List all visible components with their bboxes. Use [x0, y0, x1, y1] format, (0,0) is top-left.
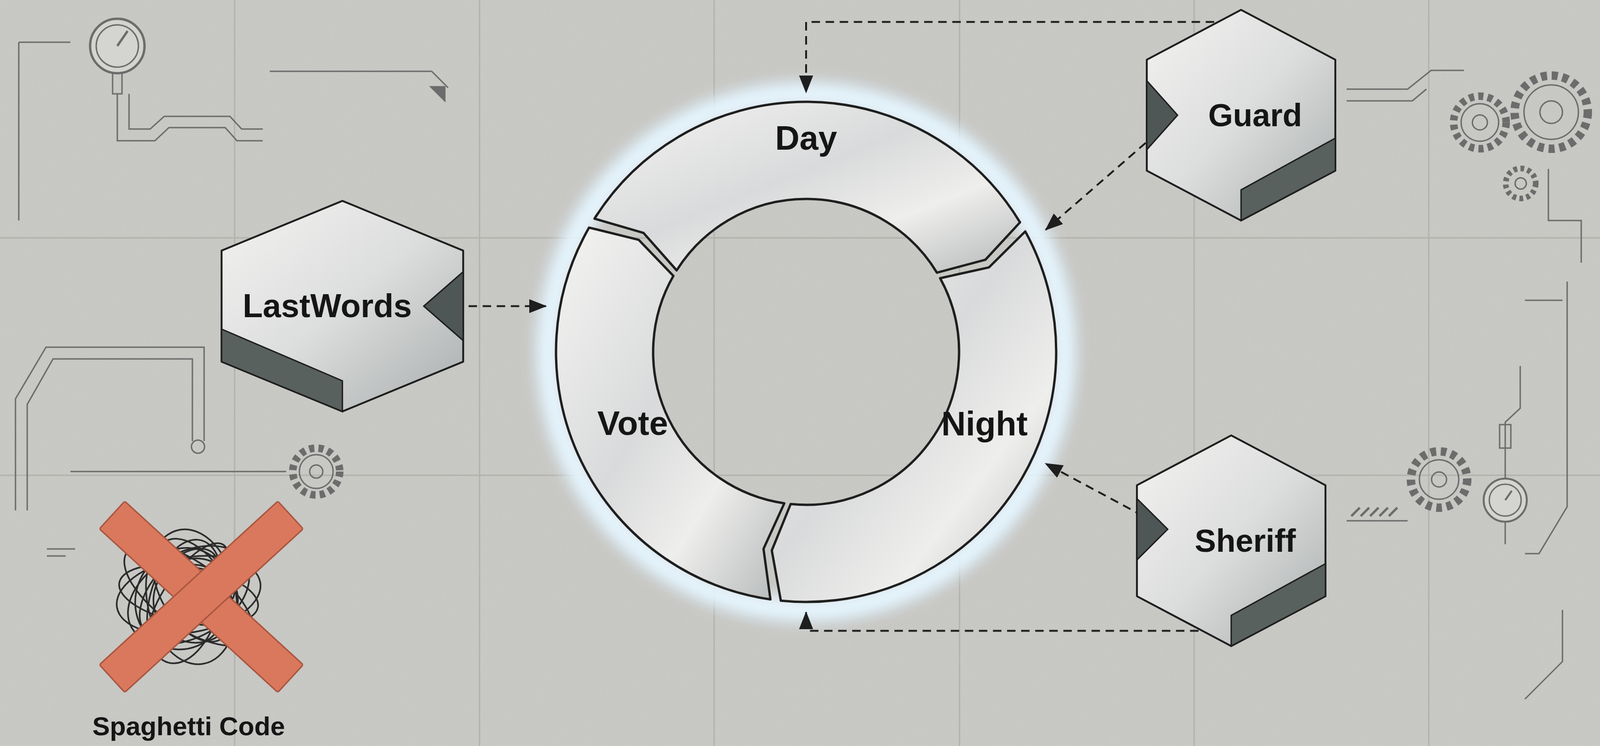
- node-outline-part: [556, 227, 785, 600]
- node-outline-part: [771, 231, 1057, 602]
- blueprint-left-part: [70, 471, 287, 473]
- plugin-block: Guard: [1144, 7, 1338, 223]
- blueprint-left-part: [129, 93, 263, 130]
- ring-glow: [547, 92, 1066, 611]
- text-stack: Guard: [1208, 97, 1303, 133]
- text-stack: Sheriff: [1194, 523, 1296, 559]
- ring-glow-part: [552, 98, 1060, 606]
- blueprint-right-part: [1351, 507, 1398, 517]
- blueprint-right-part: [1453, 96, 1507, 149]
- blueprint-left-part: [117, 93, 263, 141]
- node-title: Sheriff: [1194, 523, 1296, 559]
- cycle-segment: Vote: [541, 87, 1071, 617]
- node-outline-part: [221, 328, 343, 412]
- red-cross-part: [99, 501, 304, 693]
- node-title: Day: [775, 119, 838, 157]
- blueprint-right-part: [1514, 75, 1588, 149]
- blueprint-right-part: [1472, 114, 1488, 130]
- blueprint-left-part: [15, 347, 205, 511]
- blueprint-right-part: [1515, 177, 1527, 190]
- blueprint-left-part: [90, 18, 145, 74]
- red-cross: [99, 501, 304, 693]
- blueprint-right-part: [1461, 103, 1499, 142]
- blueprint-right-part: [1346, 89, 1427, 101]
- blueprint-right-part: [1524, 281, 1568, 554]
- caption-label: Spaghetti Code: [92, 711, 286, 741]
- blueprint-left-part: [112, 73, 122, 94]
- blueprint-left-part: [299, 454, 334, 489]
- blueprint-right-part: [1505, 490, 1512, 501]
- node-title: LastWords: [242, 288, 412, 325]
- blueprint-left-part: [27, 358, 193, 511]
- text-stack: Day: [775, 119, 838, 157]
- node-outline-part: [1241, 137, 1336, 221]
- blueprint-right-part: [1524, 299, 1563, 302]
- blueprint-left-part: [309, 464, 323, 479]
- node-outline-part: [423, 271, 464, 341]
- text-stack: Vote: [597, 404, 669, 442]
- blueprint-right-part: [1483, 478, 1527, 522]
- blueprint-right-part: [1346, 70, 1464, 90]
- node-title: Guard: [1208, 97, 1303, 133]
- node-outline: [541, 87, 1071, 617]
- node-outline-part: [1231, 563, 1326, 646]
- blueprint-right-part: [1524, 609, 1563, 700]
- blueprint-right-part: [1505, 168, 1536, 199]
- blueprint-left-part: [46, 548, 76, 557]
- node-title: Night: [941, 405, 1028, 443]
- node-outline-part: [221, 200, 464, 412]
- blueprint-left-part: [18, 42, 71, 221]
- node-outline-part: [1136, 498, 1168, 561]
- blueprint-right-part: [1419, 459, 1459, 500]
- blueprint-right-part: [1523, 84, 1579, 140]
- blueprint-left-part: [191, 440, 205, 454]
- ring-glow-part: [547, 92, 1066, 611]
- blueprint-right-part: [1548, 168, 1582, 263]
- node-outline-part: [1146, 80, 1178, 150]
- blueprint-right-part: [1346, 520, 1408, 522]
- blueprint-right: [1346, 70, 1588, 700]
- blueprint-left-part: [96, 24, 139, 68]
- blueprint-right-part: [1431, 472, 1447, 488]
- blueprint-right-part: [1504, 521, 1507, 545]
- blueprint-right-part: [1489, 484, 1522, 517]
- node-outline-part: [1146, 9, 1336, 221]
- blueprint-left-part: [430, 86, 445, 101]
- dashed-connector: [806, 612, 1199, 631]
- blueprint-left-part: [117, 30, 128, 46]
- blueprint-right-part: [1539, 100, 1563, 124]
- text-stack: Night: [941, 405, 1028, 443]
- node-outline-part: [1136, 435, 1326, 647]
- blueprint-right-part: [1410, 451, 1468, 508]
- plugin-block: LastWords: [219, 198, 466, 414]
- blueprint-right-part: [1505, 365, 1521, 478]
- blueprint-left-part: [269, 71, 449, 88]
- node-title: Vote: [597, 404, 669, 442]
- red-cross-part: [99, 501, 304, 693]
- blueprint-right-part: [1499, 424, 1511, 449]
- text-stack: LastWords: [242, 288, 412, 325]
- node-outline-part: [594, 101, 1021, 273]
- plugin-block: Sheriff: [1135, 433, 1328, 648]
- blueprint-left-part: [292, 448, 340, 496]
